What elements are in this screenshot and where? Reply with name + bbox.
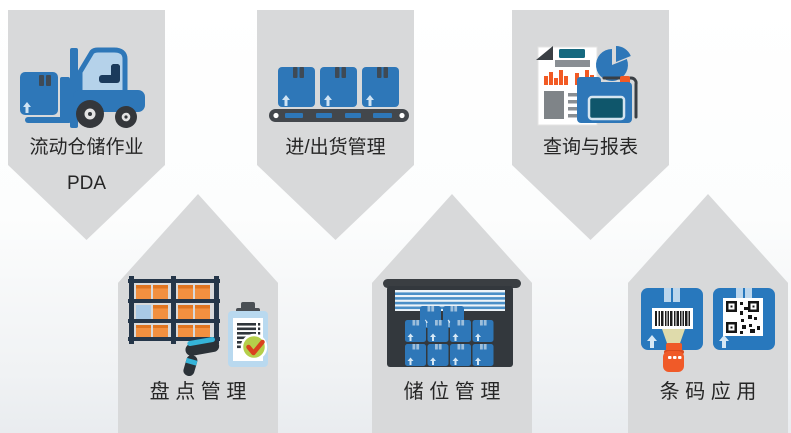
- section-query-reports: 查询与报表: [512, 10, 669, 240]
- section-label-line1: 进/出货管理: [285, 137, 386, 158]
- pie-chart: [595, 46, 631, 81]
- section-label: 查询与报表: [512, 130, 669, 166]
- conveyor-boxes-icon: [269, 67, 409, 122]
- section-stocktaking: 盘 点 管 理: [118, 194, 278, 433]
- scan-beam: [662, 329, 685, 346]
- charts-report-icon: [536, 46, 638, 126]
- section-mobile-warehouse-pda: 流动仓储作业 PDA: [8, 10, 165, 240]
- section-label-line2: PDA: [66, 173, 107, 194]
- checkmark-badge: [240, 333, 268, 361]
- section-label: 流动仓储作业 PDA: [8, 130, 165, 202]
- section-label-line1: 流动仓储作业: [29, 137, 144, 158]
- rack-scanner-checklist-icon: [128, 276, 268, 376]
- barcode-scanner-icon: [183, 337, 220, 376]
- section-label-line1: 储 位 管 理: [403, 381, 501, 403]
- section-label: 储 位 管 理: [372, 380, 532, 404]
- section-barcode-application: 条 码 应 用: [628, 194, 788, 433]
- warehouse-boxes-icon: [383, 279, 521, 367]
- section-label-line1: 盘 点 管 理: [149, 381, 247, 403]
- section-label: 盘 点 管 理: [118, 380, 278, 404]
- barcode-qr-scan-icon: [641, 288, 775, 372]
- warehouse-roof: [383, 279, 521, 288]
- section-label-line1: 条 码 应 用: [659, 381, 757, 403]
- barcode: [655, 311, 690, 326]
- section-label-line1: 查询与报表: [542, 137, 638, 158]
- forklift-icon: [20, 47, 145, 128]
- section-label: 条 码 应 用: [628, 380, 788, 404]
- section-storage-location: 储 位 管 理: [372, 194, 532, 433]
- checklist-clipboard: [228, 302, 268, 367]
- section-inbound-outbound: 进/出货管理: [257, 10, 414, 240]
- section-label: 进/出货管理: [257, 130, 414, 166]
- handheld-scanner: [663, 343, 684, 372]
- conveyor-belt: [269, 109, 409, 122]
